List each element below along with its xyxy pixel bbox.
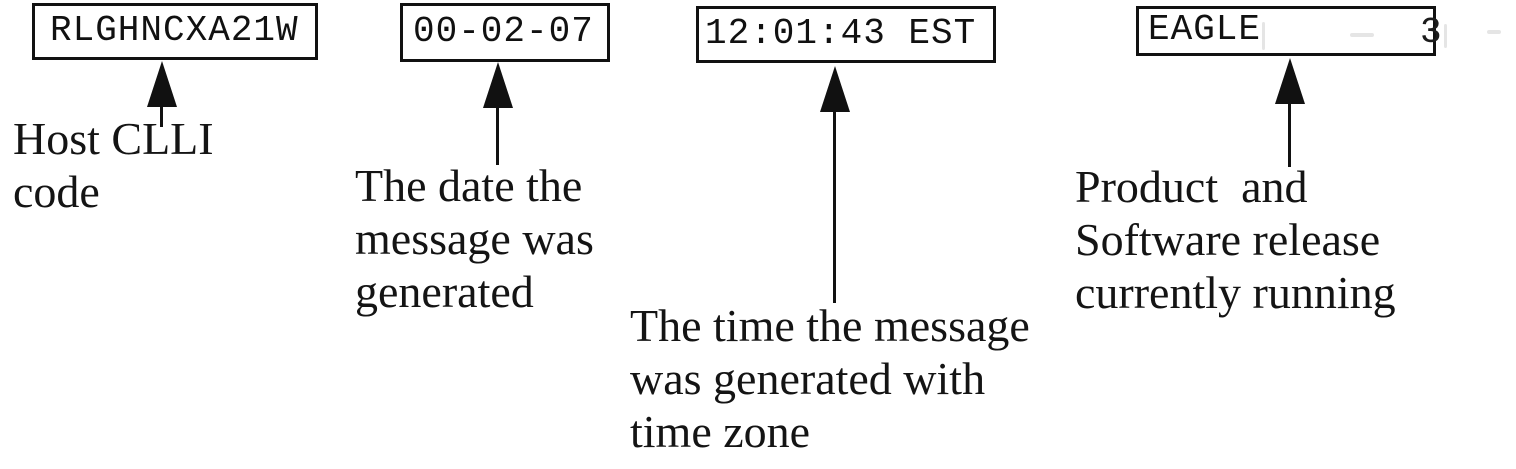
field-value-product: EAGLE bbox=[1148, 9, 1262, 50]
erased-release-digit: 3 bbox=[1420, 12, 1442, 53]
label-line: The time the message bbox=[630, 300, 1030, 351]
up-arrow-icon bbox=[147, 61, 177, 107]
erased-text-artifact bbox=[1487, 30, 1501, 34]
label-line: time zone bbox=[630, 406, 811, 457]
field-box-time: 12:01:43 EST bbox=[696, 6, 996, 63]
field-label-product: Product and Software release currently r… bbox=[1075, 160, 1396, 319]
field-value-time: 12:01:43 EST bbox=[705, 12, 977, 54]
arrow-stem bbox=[833, 110, 836, 303]
label-line: The date the bbox=[355, 160, 583, 211]
arrow-stem bbox=[1288, 102, 1291, 167]
up-arrow-icon bbox=[483, 62, 513, 108]
arrow-stem bbox=[496, 106, 499, 165]
label-line: was generated with bbox=[630, 353, 986, 404]
field-label-date: The date the message was generated bbox=[355, 159, 594, 318]
label-line: generated bbox=[355, 266, 534, 317]
field-box-product: EAGLE bbox=[1136, 6, 1436, 56]
label-line: Host CLLI bbox=[13, 113, 214, 164]
field-box-host-clli: RLGHNCXA21W bbox=[32, 3, 318, 60]
label-line: Product and bbox=[1075, 161, 1308, 212]
arrow-stem bbox=[160, 105, 163, 127]
field-label-time: The time the message was generated with … bbox=[630, 299, 1030, 458]
field-label-host-clli: Host CLLI code bbox=[13, 112, 214, 218]
up-arrow-icon bbox=[1275, 58, 1305, 104]
label-line: message was bbox=[355, 213, 594, 264]
field-box-date: 00-02-07 bbox=[400, 3, 610, 62]
field-value-host-clli: RLGHNCXA21W bbox=[50, 9, 299, 51]
field-value-date: 00-02-07 bbox=[413, 10, 594, 52]
label-line: currently running bbox=[1075, 267, 1396, 318]
erased-text-artifact bbox=[1262, 22, 1265, 50]
label-line: code bbox=[13, 166, 100, 217]
erased-text-artifact bbox=[1444, 24, 1447, 48]
erased-text-artifact bbox=[1350, 33, 1374, 37]
up-arrow-icon bbox=[820, 66, 850, 112]
label-line: Software release bbox=[1075, 214, 1381, 265]
